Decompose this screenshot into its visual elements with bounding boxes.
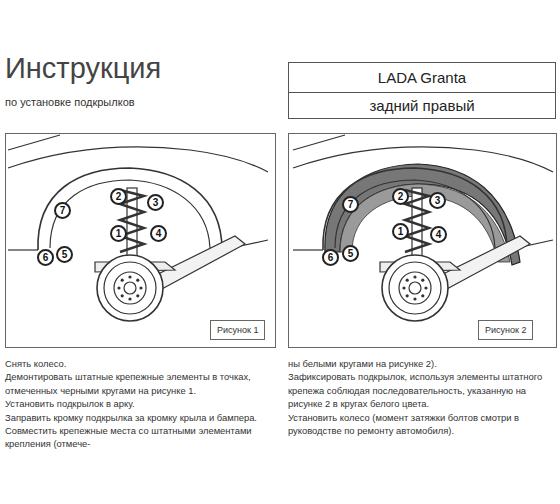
node-text: 5 xyxy=(62,249,68,260)
node-text: 1 xyxy=(398,226,404,237)
callout-number: 4 xyxy=(430,226,447,243)
callout-number: 5 xyxy=(56,246,73,263)
callout-number: 5 xyxy=(342,245,359,262)
node-text: 7 xyxy=(60,205,66,216)
instruction-text: ны белыми кругами на рисунке 2). xyxy=(288,357,556,370)
bolt-hole xyxy=(136,279,139,282)
bolt-hole xyxy=(424,286,427,289)
node-text: 3 xyxy=(153,197,159,208)
node-text: 5 xyxy=(348,248,354,259)
node-text: 4 xyxy=(436,229,442,240)
node-text: 2 xyxy=(116,191,122,202)
node-text: 7 xyxy=(348,199,354,210)
bolt-hole xyxy=(406,279,409,282)
callout-number: 1 xyxy=(110,225,127,242)
instruction-text: Совместить крепежные места со штатными э… xyxy=(5,424,277,451)
title: Инструкция xyxy=(5,52,161,85)
bolt-hole xyxy=(402,286,405,289)
callout-number: 3 xyxy=(429,192,446,209)
callout-number: 1 xyxy=(392,223,409,240)
figure-caption-box: Рисунок 1 xyxy=(210,320,265,340)
node-text: задний правый xyxy=(369,97,474,114)
callout-number: 2 xyxy=(110,188,127,205)
text-column: ны белыми кругами на рисунке 2).Зафиксир… xyxy=(288,357,556,437)
figure-caption-box: Рисунок 2 xyxy=(478,320,533,340)
callout-number: 6 xyxy=(37,249,54,266)
callout-number: 3 xyxy=(147,194,164,211)
callout-number: 4 xyxy=(150,225,167,242)
bolt-hole xyxy=(136,294,139,297)
callout-number: 2 xyxy=(392,188,409,205)
node-text: 4 xyxy=(156,228,162,239)
bolt-hole xyxy=(421,294,424,297)
bolt-hole xyxy=(413,275,416,278)
instruction-text: Установить подкрылок в арку. xyxy=(5,397,277,410)
bolt-hole xyxy=(139,286,142,289)
bolt-hole xyxy=(421,279,424,282)
node-text: 6 xyxy=(43,252,49,263)
node-text: Рисунок 1 xyxy=(217,325,258,335)
node-text: 6 xyxy=(328,252,334,263)
bolt-hole xyxy=(121,294,124,297)
bolt-hole xyxy=(117,286,120,289)
node-text: 2 xyxy=(398,191,404,202)
bolt-hole xyxy=(121,279,124,282)
instruction-text: Снять колесо. xyxy=(5,357,277,370)
callout-number: 7 xyxy=(342,196,359,213)
bolt-hole xyxy=(128,297,131,300)
node-text: 3 xyxy=(435,195,441,206)
bolt-hole xyxy=(128,275,131,278)
node-text: Рисунок 2 xyxy=(485,325,526,335)
header-box: LADA Granta xyxy=(288,62,556,93)
header-box: задний правый xyxy=(288,93,556,119)
subtitle: по установке подкрылков xyxy=(5,96,135,108)
bolt-hole xyxy=(406,294,409,297)
node-text: 1 xyxy=(116,228,122,239)
text-column: Снять колесо.Демонтировать штатные крепе… xyxy=(5,357,277,451)
instruction-text: Демонтировать штатные крепежные элементы… xyxy=(5,370,277,397)
callout-number: 6 xyxy=(322,249,339,266)
instruction-text: Установить колесо (момент затяжки болтов… xyxy=(288,411,556,438)
instruction-text: Заправить кромку подкрылка за кромку кры… xyxy=(5,411,277,424)
bolt-hole xyxy=(413,297,416,300)
callout-number: 7 xyxy=(54,202,71,219)
instruction-text: Зафиксировать подкрылок, используя элеме… xyxy=(288,370,556,410)
node-text: LADA Granta xyxy=(378,69,466,86)
